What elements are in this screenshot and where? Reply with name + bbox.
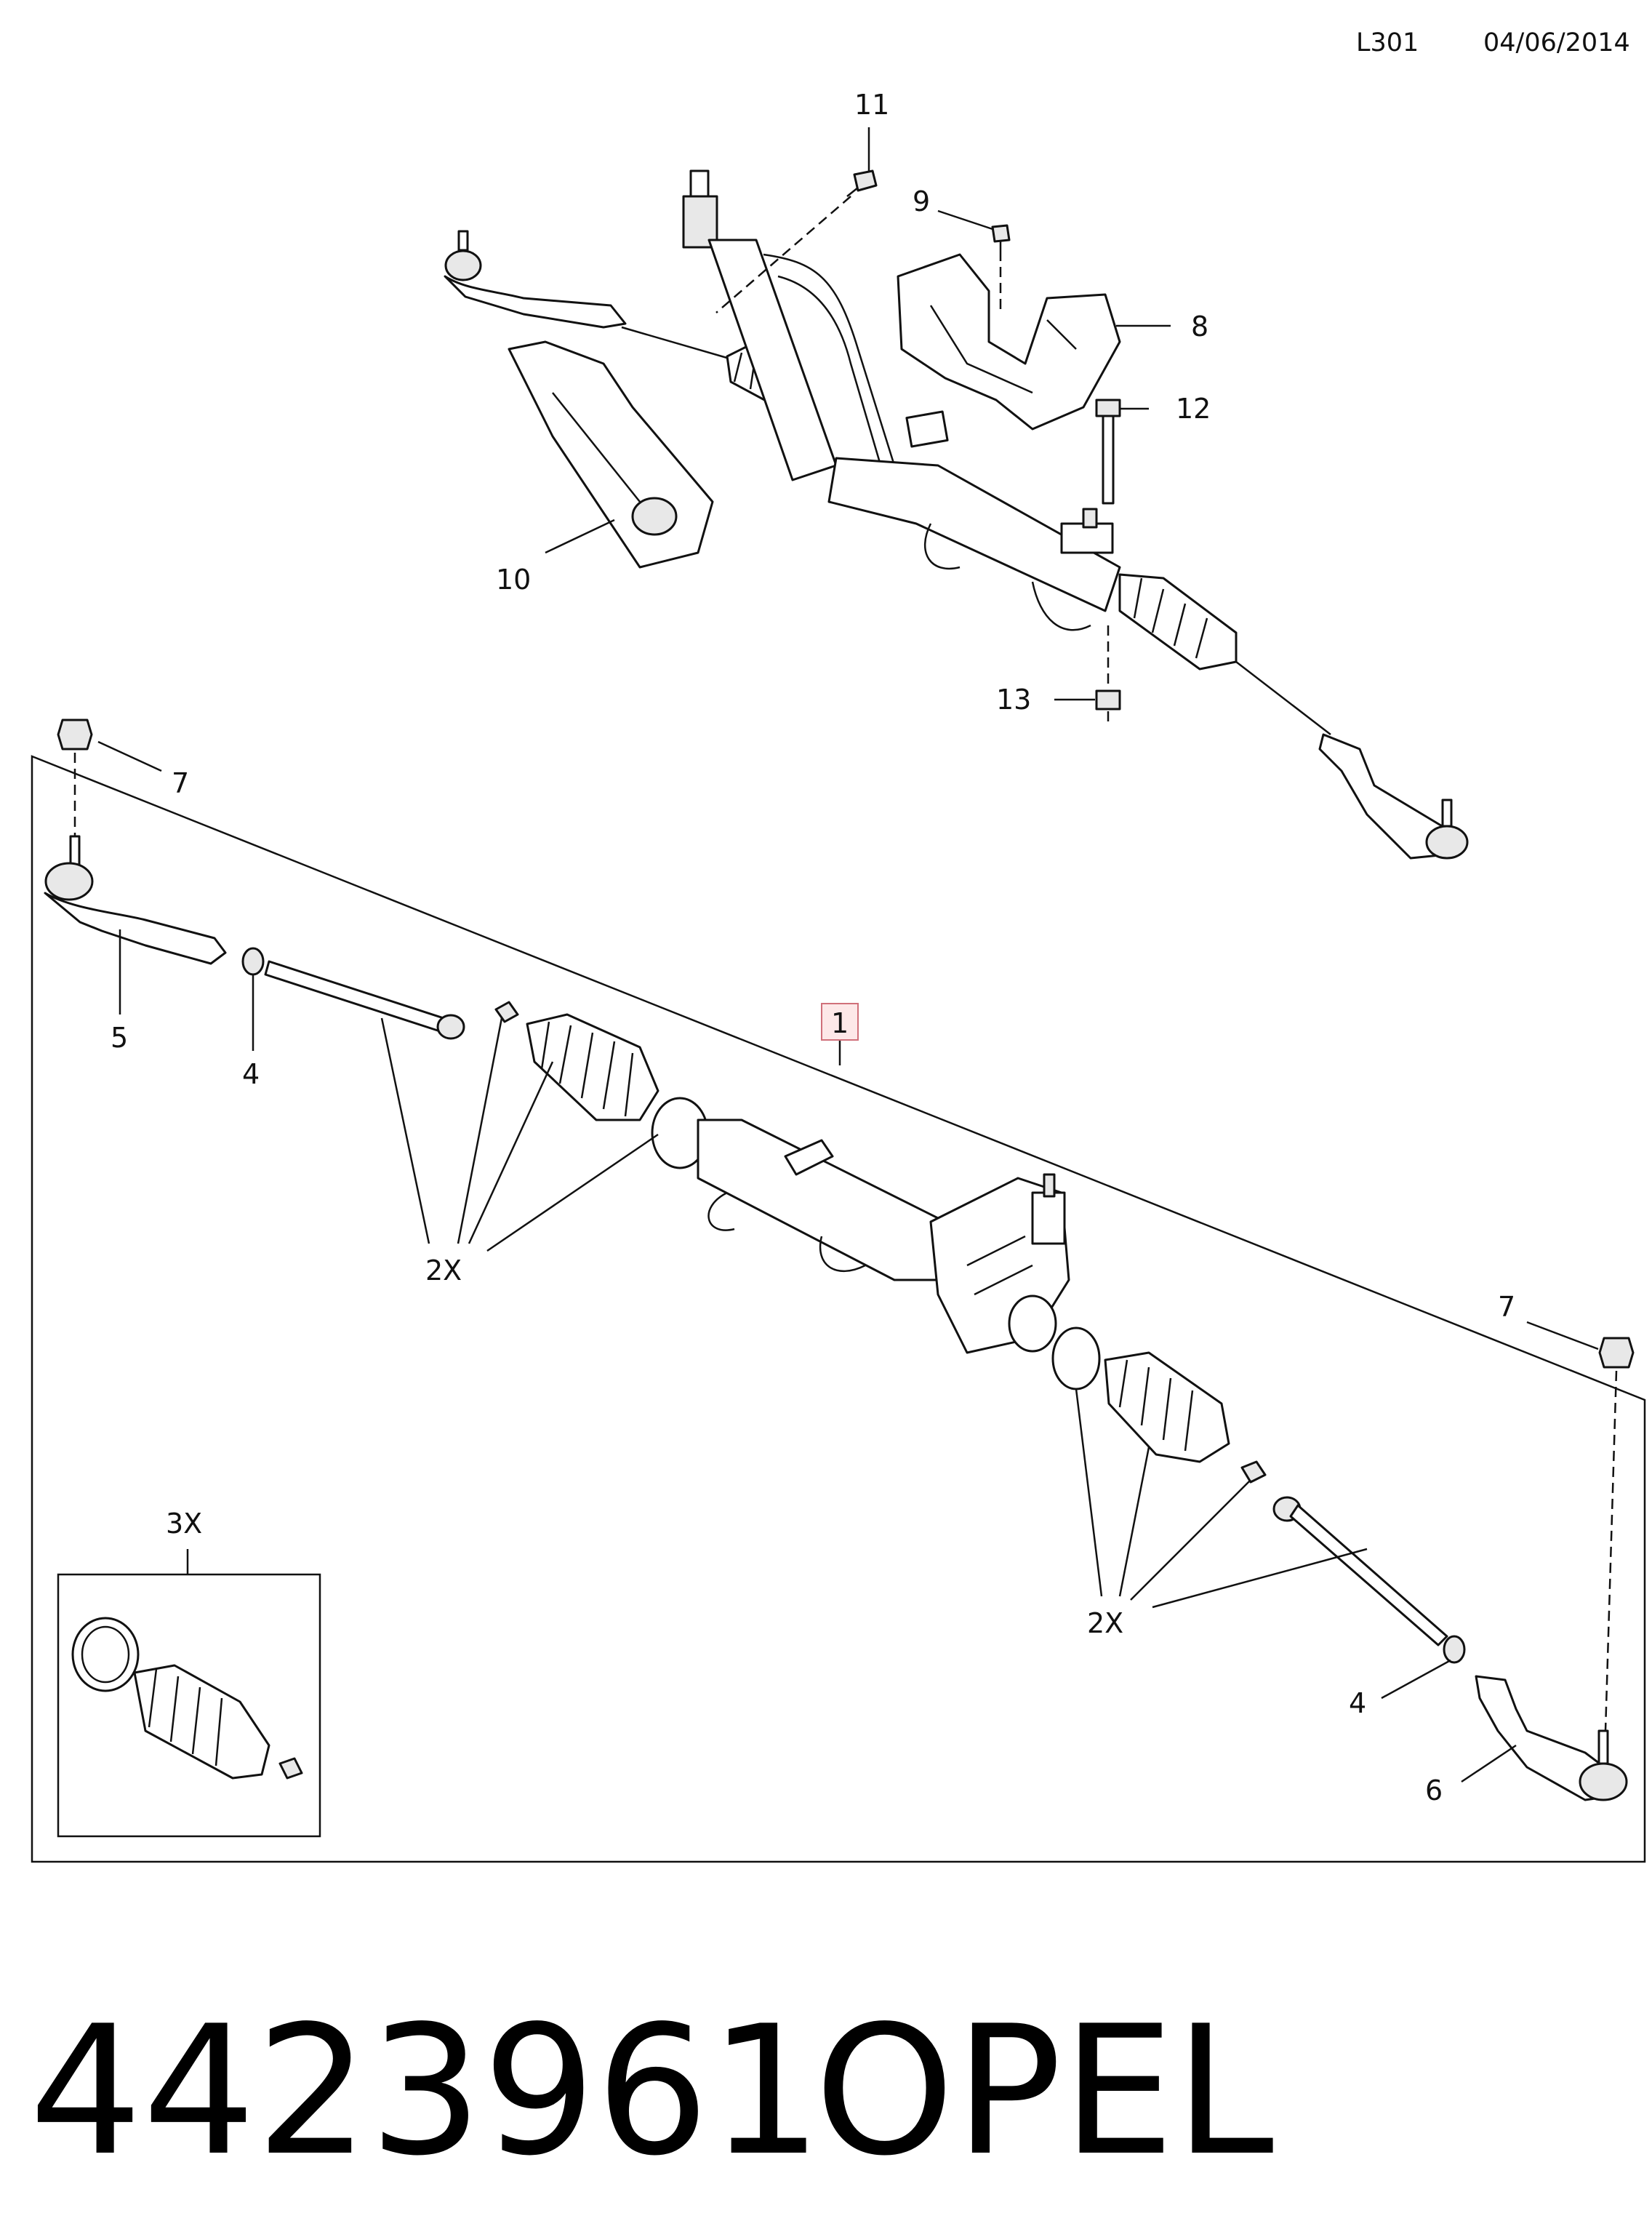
callout-11: 11 <box>854 89 889 121</box>
service-kit-boot <box>133 1664 270 1780</box>
right-boot-clip <box>1240 1460 1267 1484</box>
left-jam-nut-4 <box>241 947 265 976</box>
right-clamp-ring <box>1051 1326 1101 1390</box>
brand-name: OPEL <box>814 1988 1274 2195</box>
callout-7-left: 7 <box>172 767 189 799</box>
diagram-code: L301 <box>1356 28 1419 57</box>
right-nut-7 <box>1598 1337 1635 1369</box>
left-nut-7 <box>57 719 93 751</box>
right-tie-rod-end-6 <box>1475 1675 1628 1801</box>
callout-1-box <box>821 1003 859 1041</box>
top-rack-housing <box>827 410 1121 631</box>
top-bracket-10 <box>508 340 714 569</box>
top-right-boot <box>1118 573 1238 671</box>
callout-4-left: 4 <box>242 1058 260 1090</box>
part-number: 4423961 <box>29 1988 822 2195</box>
top-bolt-12 <box>1095 399 1121 505</box>
pinion-valve-body <box>929 1173 1070 1354</box>
callout-2x-left: 2X <box>425 1254 462 1286</box>
callout-13: 13 <box>996 684 1031 716</box>
right-boot <box>1104 1351 1230 1463</box>
callout-10: 10 <box>496 564 531 596</box>
rack-housing <box>697 1118 947 1281</box>
top-nut-13 <box>1095 689 1121 711</box>
top-bolt-11 <box>846 169 878 197</box>
callout-6: 6 <box>1425 1774 1443 1806</box>
top-left-tie-rod-end <box>444 230 627 329</box>
callout-7-right: 7 <box>1498 1291 1515 1323</box>
top-heat-shield-8 <box>897 253 1121 431</box>
callout-1: 1 <box>831 1007 849 1039</box>
service-kit-clip <box>278 1757 303 1780</box>
callout-9: 9 <box>913 185 930 217</box>
left-boot-clip <box>494 1001 519 1023</box>
left-inner-tie-rod <box>264 960 465 1040</box>
service-kit-3x-box <box>57 1573 321 1838</box>
left-boot <box>526 1013 659 1121</box>
assembly-kit-frame <box>31 755 1646 1863</box>
right-inner-tie-rod <box>1272 1496 1448 1646</box>
diagram-date: 04/06/2014 <box>1483 28 1630 57</box>
right-jam-nut-4 <box>1443 1635 1466 1664</box>
callout-4-right: 4 <box>1349 1687 1366 1719</box>
top-bolt-9 <box>991 224 1011 251</box>
top-assembly <box>444 127 1469 860</box>
callout-2x-right: 2X <box>1087 1607 1123 1639</box>
service-kit-clamp <box>71 1617 140 1692</box>
callout-12: 12 <box>1176 393 1211 425</box>
left-tie-rod-end-5 <box>44 835 227 965</box>
callout-3x: 3X <box>166 1508 202 1540</box>
callout-5: 5 <box>111 1022 128 1054</box>
callout-8: 8 <box>1191 311 1208 343</box>
top-right-tie-rod-end <box>1318 733 1469 860</box>
